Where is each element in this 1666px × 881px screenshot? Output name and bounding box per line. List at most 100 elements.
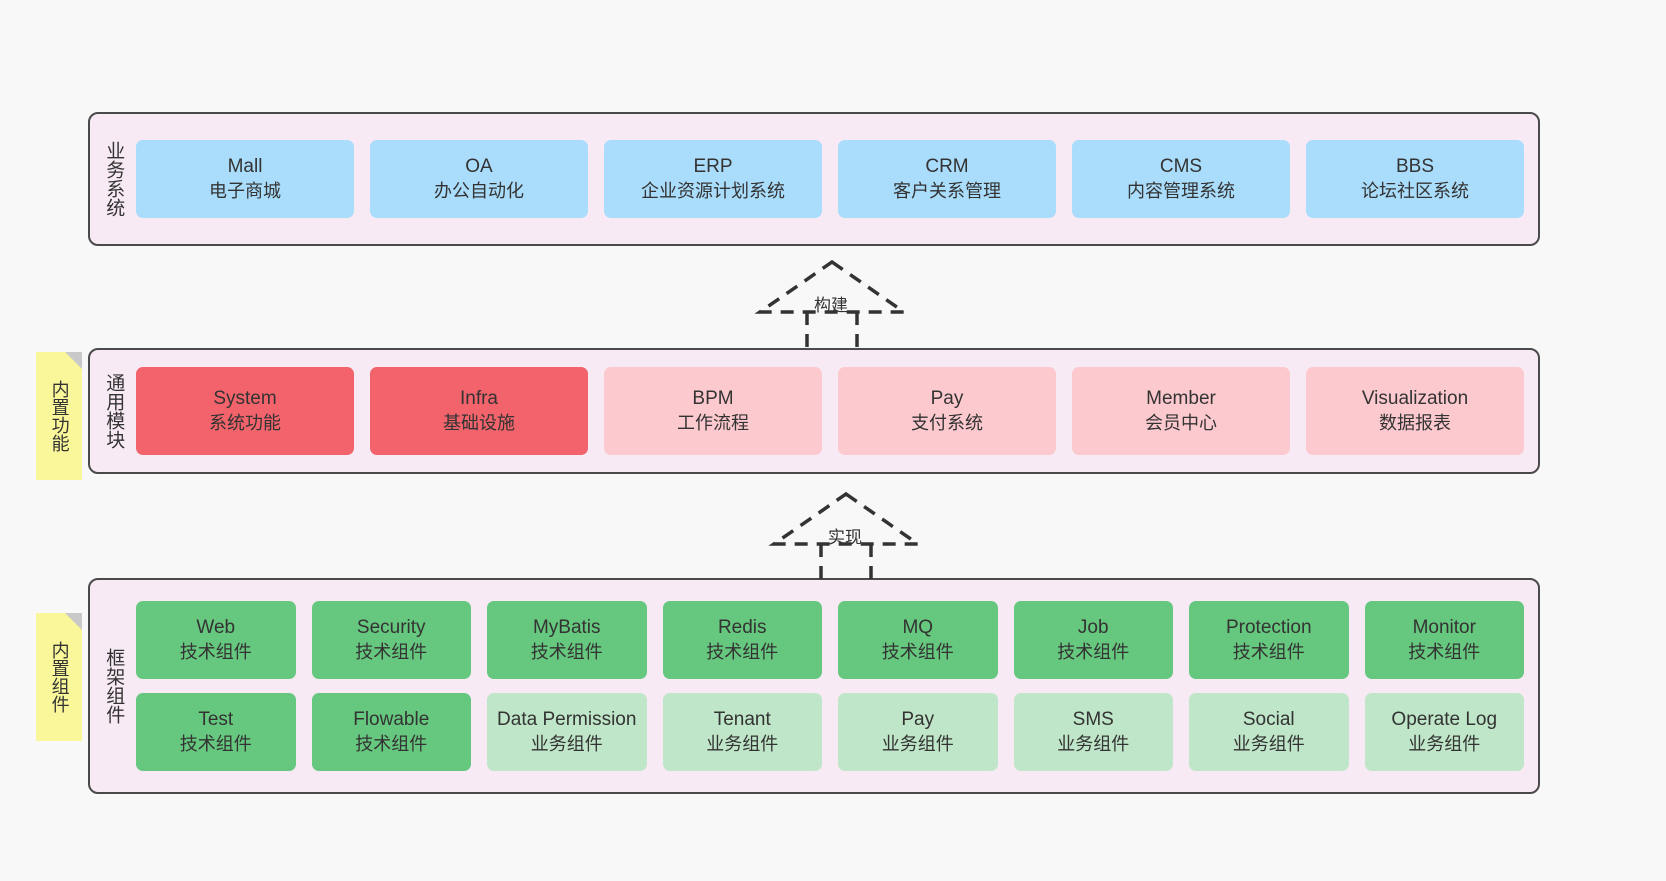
node-subtitle: 电子商城 [209,180,281,201]
node-row: Mall 电子商城 OA 办公自动化 ERP 企业资源计划系统 CRM 客户关系… [136,140,1524,218]
node-oa[interactable]: OA 办公自动化 [370,140,588,218]
layer-body-framework-components: Web 技术组件 Security 技术组件 MyBatis 技术组件 Redi… [136,580,1538,792]
node-title: Visualization [1361,387,1469,409]
layer-business-systems: 业务系统 Mall 电子商城 OA 办公自动化 ERP 企业资源计划系统 CRM… [88,112,1540,246]
node-title: Protection [1225,616,1312,638]
node-row: Test 技术组件 Flowable 技术组件 Data Permission … [136,693,1524,771]
node-cms[interactable]: CMS 内容管理系统 [1072,140,1290,218]
node-mall[interactable]: Mall 电子商城 [136,140,354,218]
node-operate-log[interactable]: Operate Log 业务组件 [1364,693,1524,771]
node-title: Pay [901,708,935,730]
node-crm[interactable]: CRM 客户关系管理 [838,140,1056,218]
node-pay-module[interactable]: Pay 支付系统 [838,367,1056,455]
layer-body-business-systems: Mall 电子商城 OA 办公自动化 ERP 企业资源计划系统 CRM 客户关系… [136,114,1538,244]
node-subtitle: 技术组件 [706,641,779,662]
layer-label-common-modules: 通用模块 [103,373,125,449]
node-subtitle: 工作流程 [677,412,749,433]
node-subtitle: 内容管理系统 [1127,180,1235,201]
node-title: Mall [227,155,263,177]
sticky-note-label: 内置功能 [49,380,70,452]
sticky-note-builtin-components: 内置组件 [36,613,82,741]
node-infra[interactable]: Infra 基础设施 [370,367,588,455]
node-social[interactable]: Social 业务组件 [1189,693,1349,771]
node-member[interactable]: Member 会员中心 [1072,367,1290,455]
node-subtitle: 技术组件 [355,641,428,662]
node-subtitle: 技术组件 [1232,641,1305,662]
node-erp[interactable]: ERP 企业资源计划系统 [604,140,822,218]
layer-common-modules: 通用模块 System 系统功能 Infra 基础设施 BPM 工作流程 Pay… [88,348,1540,474]
node-monitor[interactable]: Monitor 技术组件 [1364,601,1524,679]
node-title: BBS [1395,155,1435,177]
node-tenant[interactable]: Tenant 业务组件 [662,693,822,771]
node-title: Social [1242,708,1295,730]
node-visualization[interactable]: Visualization 数据报表 [1306,367,1524,455]
node-web[interactable]: Web 技术组件 [136,601,296,679]
node-subtitle: 技术组件 [1408,641,1481,662]
node-title: ERP [693,155,733,177]
node-subtitle: 客户关系管理 [893,180,1001,201]
node-title: Infra [459,387,499,409]
node-subtitle: 技术组件 [881,641,954,662]
node-subtitle: 技术组件 [1057,641,1130,662]
node-title: BPM [692,387,734,409]
node-data-permission[interactable]: Data Permission 业务组件 [487,693,647,771]
node-title: MyBatis [532,616,601,638]
sticky-fold-icon [65,352,82,369]
connector-label-build: 构建 [814,296,848,315]
node-subtitle: 论坛社区系统 [1361,180,1469,201]
node-title: Redis [717,616,767,638]
layer-framework-components: 框架组件 Web 技术组件 Security 技术组件 MyBatis 技术组件… [88,578,1540,794]
node-redis[interactable]: Redis 技术组件 [662,601,822,679]
node-title: Flowable [353,708,430,730]
node-sms[interactable]: SMS 业务组件 [1013,693,1173,771]
node-title: MQ [902,616,934,638]
node-title: Web [196,616,236,638]
node-subtitle: 支付系统 [911,412,983,433]
node-subtitle: 业务组件 [530,733,603,754]
connector-label-implement: 实现 [828,528,862,547]
node-title: Member [1146,387,1216,409]
node-title: Pay [930,387,964,409]
node-system[interactable]: System 系统功能 [136,367,354,455]
node-bbs[interactable]: BBS 论坛社区系统 [1306,140,1524,218]
node-subtitle: 系统功能 [209,412,281,433]
node-subtitle: 数据报表 [1379,412,1451,433]
node-subtitle: 技术组件 [530,641,603,662]
node-mq[interactable]: MQ 技术组件 [838,601,998,679]
node-subtitle: 业务组件 [1232,733,1305,754]
sticky-fold-icon [65,613,82,630]
node-subtitle: 业务组件 [1057,733,1130,754]
sticky-note-builtin-features: 内置功能 [36,352,82,480]
sticky-note-label: 内置组件 [49,641,70,713]
node-job[interactable]: Job 技术组件 [1013,601,1173,679]
connector-implement: 实现 [766,488,926,580]
node-title: Tenant [713,708,771,730]
node-title: SMS [1072,708,1114,730]
node-subtitle: 技术组件 [355,733,428,754]
node-test[interactable]: Test 技术组件 [136,693,296,771]
node-row: Web 技术组件 Security 技术组件 MyBatis 技术组件 Redi… [136,601,1524,679]
implement-arrow-icon [768,491,924,580]
node-title: Security [356,616,426,638]
node-mybatis[interactable]: MyBatis 技术组件 [487,601,647,679]
node-title: CMS [1159,155,1203,177]
node-subtitle: 会员中心 [1145,412,1217,433]
node-title: Test [198,708,234,730]
node-bpm[interactable]: BPM 工作流程 [604,367,822,455]
layer-label-business-systems: 业务系统 [103,141,125,217]
node-pay-component[interactable]: Pay 业务组件 [838,693,998,771]
node-row: System 系统功能 Infra 基础设施 BPM 工作流程 Pay 支付系统… [136,367,1524,455]
layer-body-common-modules: System 系统功能 Infra 基础设施 BPM 工作流程 Pay 支付系统… [136,350,1538,472]
node-title: System [213,387,277,409]
node-title: CRM [925,155,969,177]
node-flowable[interactable]: Flowable 技术组件 [311,693,471,771]
layer-label-framework-components: 框架组件 [103,648,125,724]
node-title: Operate Log [1391,708,1498,730]
node-subtitle: 技术组件 [179,641,252,662]
node-subtitle: 基础设施 [443,412,515,433]
connector-build: 构建 [752,256,912,348]
node-subtitle: 企业资源计划系统 [641,180,785,201]
node-security[interactable]: Security 技术组件 [311,601,471,679]
node-protection[interactable]: Protection 技术组件 [1189,601,1349,679]
